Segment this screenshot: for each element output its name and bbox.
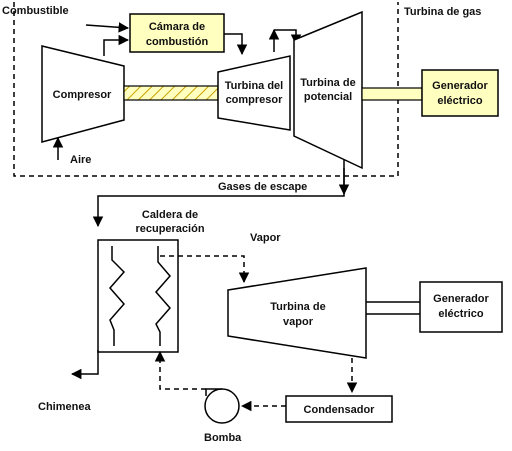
power-turbine-label-1: Turbina de — [300, 77, 355, 89]
generator-2-box — [419, 281, 503, 333]
power-turbine-shape — [293, 10, 363, 170]
compressor-turbine-label-1: Turbina del — [225, 80, 283, 92]
generator-1-box — [421, 69, 499, 117]
gas-turbine-label: Turbina de gas — [404, 6, 481, 18]
shaft-power-generator — [361, 87, 423, 101]
generator-2-label-1: Generador — [433, 293, 489, 305]
hrsg-coil-2 — [155, 246, 171, 346]
exhaust-gas-line — [92, 160, 345, 228]
generator-1-label-1: Generador — [432, 80, 488, 92]
air-label: Aire — [70, 154, 91, 166]
combustion-chamber-label-1: Cámara de — [149, 21, 205, 33]
steam-turbine-shape — [227, 267, 367, 359]
hrsg-label-2: recuperación — [135, 223, 204, 235]
hrsg-box — [97, 239, 179, 353]
compressor-turbine-label-2: compresor — [226, 94, 284, 106]
generator-2-label-2: eléctrico — [438, 308, 484, 320]
compressor-label: Compresor — [53, 89, 112, 101]
combustible-label: Combustible — [2, 5, 69, 17]
pump-circle — [204, 388, 240, 424]
fuel-arrow — [85, 22, 130, 33]
steam-turbine-label-2: vapor — [283, 316, 314, 328]
chimney-label: Chimenea — [38, 401, 91, 413]
pump-to-boiler-line — [154, 350, 206, 390]
steam-turbine-label-1: Turbina de — [270, 301, 325, 313]
pump-label: Bomba — [204, 432, 242, 444]
chamber-to-turbine-line — [224, 33, 248, 56]
condenser-label: Condensador — [304, 404, 376, 416]
compressor-to-chamber-line — [103, 34, 130, 56]
exhaust-gas-label: Gases de escape — [218, 181, 307, 193]
condenser-box — [285, 395, 393, 423]
generator-1-label-2: eléctrico — [437, 95, 483, 107]
turbine-link-top — [274, 29, 302, 46]
compressor-turbine-shape — [217, 55, 291, 131]
hrsg-label-1: Caldera de — [142, 209, 198, 221]
chimney-line — [70, 350, 99, 380]
combustion-chamber-box — [129, 13, 225, 53]
hrsg-coil-1 — [109, 246, 126, 346]
combustion-chamber-label-2: combustión — [146, 36, 209, 48]
power-turbine-label-2: potencial — [304, 91, 352, 103]
steam-line — [160, 255, 250, 284]
steam-label: Vapor — [250, 232, 281, 244]
compressor-shape — [41, 45, 125, 143]
shaft-compressor-turbine — [123, 85, 219, 101]
